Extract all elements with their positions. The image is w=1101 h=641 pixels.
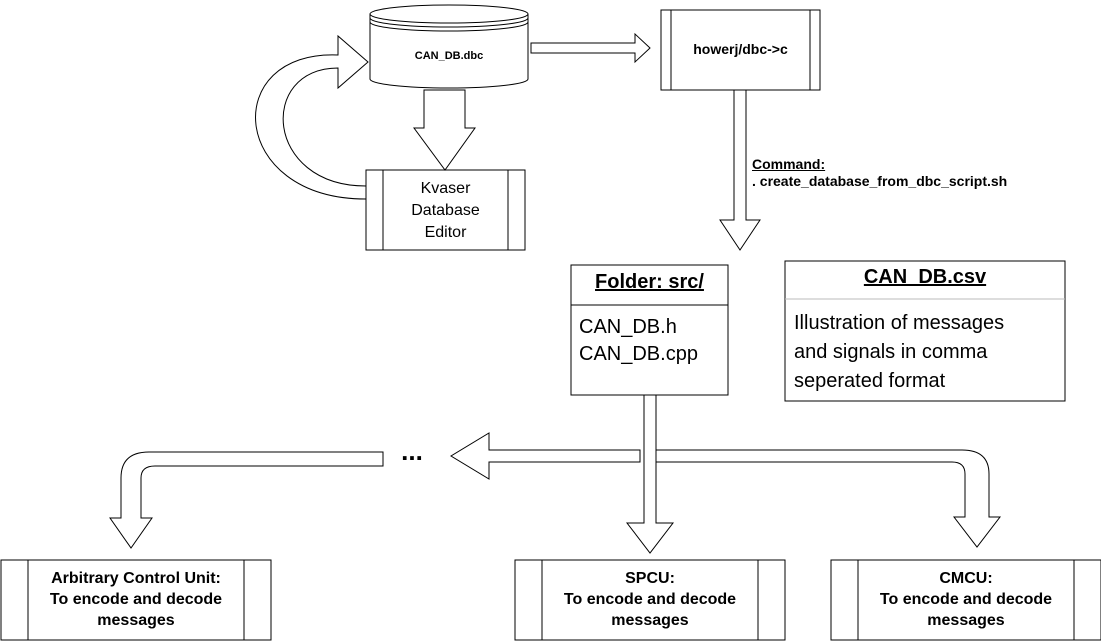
command-annotation: Command: . create_database_from_dbc_scri… [752,156,1007,190]
arrow-editor-to-db [255,34,369,200]
editor-label-line: Kvaser [420,180,471,197]
editor-label-line: Editor [424,224,467,241]
csv-box [784,260,1066,402]
arrow-branch-to-cmcu [655,449,1002,548]
arbitrary-unit-line: To encode and decode [49,591,223,608]
arrow-folder-to-spcu [625,394,675,554]
csv-description-line: Illustration of messages [794,312,1005,334]
converter-box [660,9,821,91]
ellipsis: ... [401,436,423,466]
command-text: . create_database_from_dbc_script.sh [752,173,1008,189]
editor-label: Kvaser Database Editor [383,178,508,244]
csv-description: Illustration of messages and signals in … [794,309,1004,396]
arrow-distribution-left [450,432,641,480]
arbitrary-unit-line: messages [97,612,175,629]
csv-description-line: seperated format [794,370,946,392]
arrow-db-to-converter [530,32,651,64]
converter-label: howerj/dbc->c [693,41,788,57]
cmcu-line: CMCU: [939,570,993,587]
arrow-db-to-editor [413,89,476,171]
folder-file: CAN_DB.h [579,316,677,338]
cmcu-label: CMCU: To encode and decode messages [858,568,1074,631]
database-cylinder [369,4,529,89]
cmcu-line: messages [927,612,1005,629]
folder-file: CAN_DB.cpp [579,343,698,365]
folder-title: Folder: src/ [595,271,704,293]
editor-box [365,169,526,251]
arbitrary-unit-line: Arbitrary Control Unit: [51,570,221,587]
spcu-line: messages [611,612,689,629]
spcu-line: To encode and decode [563,591,737,608]
csv-title: CAN_DB.csv [863,266,987,288]
arbitrary-unit-box [0,559,272,641]
folder-files: CAN_DB.h CAN_DB.cpp [579,314,698,368]
spcu-line: SPCU: [625,570,675,587]
arbitrary-unit-label: Arbitrary Control Unit: To encode and de… [28,568,244,631]
arrow-converter-to-folder [719,89,761,251]
cmcu-box [830,559,1101,641]
editor-label-line: Database [411,202,480,219]
arrow-branch-to-arbitrary [109,451,384,549]
spcu-label: SPCU: To encode and decode messages [542,568,758,631]
database-label: CAN_DB.dbc [414,50,484,62]
spcu-box [514,559,786,641]
cmcu-line: To encode and decode [879,591,1053,608]
csv-description-line: and signals in comma [794,341,988,363]
command-title: Command: [752,156,826,172]
